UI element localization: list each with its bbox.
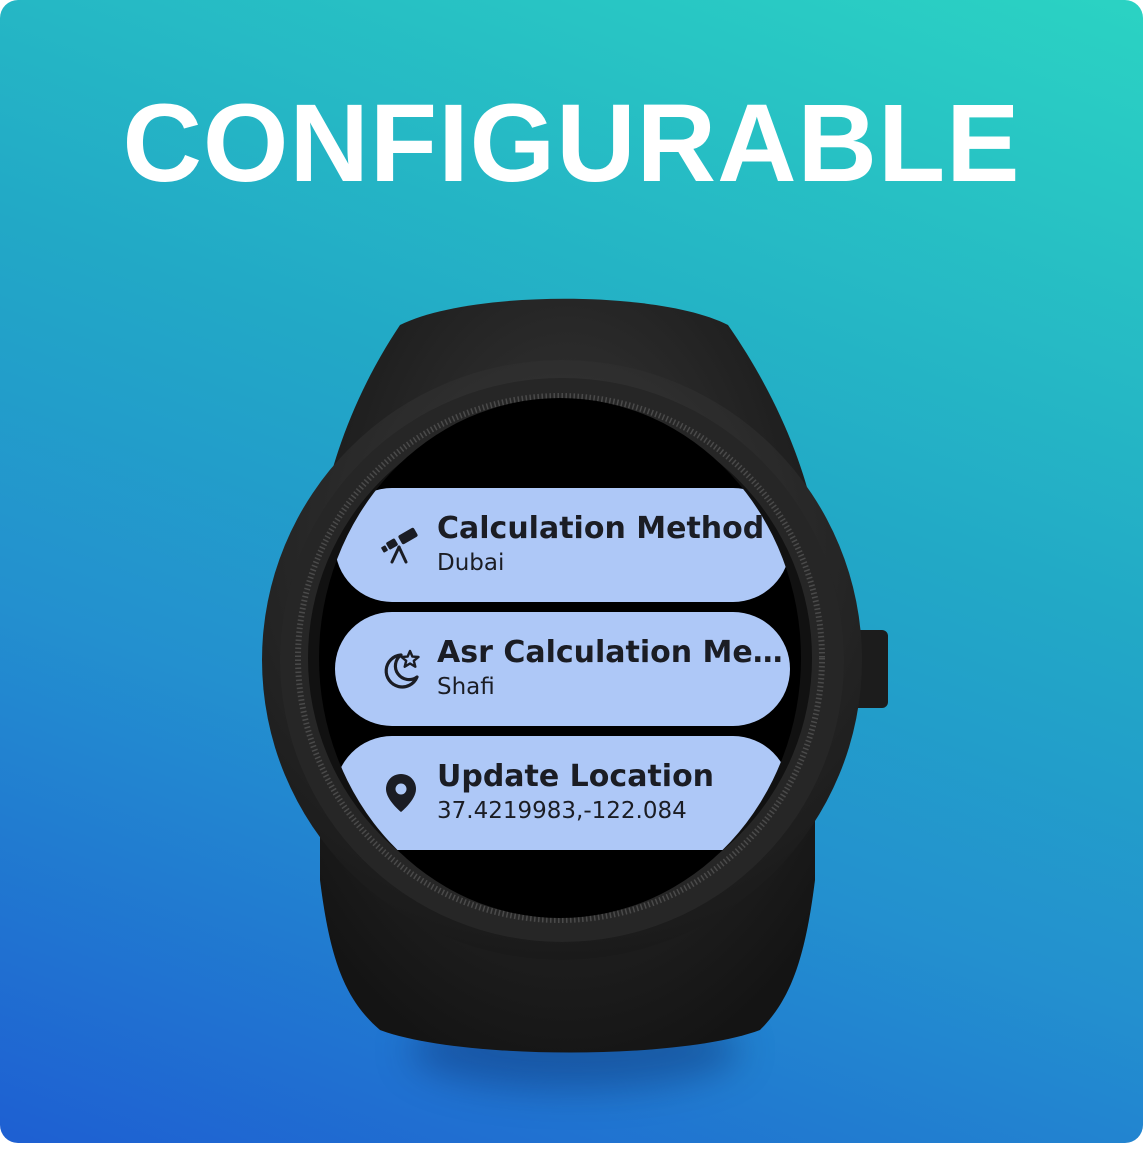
setting-title: Update Location	[437, 759, 715, 795]
setting-value: Shafi	[437, 674, 495, 701]
settings-list: Calculation Method Dubai Asr Calculation…	[319, 398, 801, 918]
watch-screen: Calculation Method Dubai Asr Calculation…	[319, 398, 801, 918]
setting-value: Dubai	[437, 550, 505, 577]
moon-star-icon	[379, 647, 423, 691]
headline: CONFIGURABLE	[122, 82, 1021, 205]
setting-title: Asr Calculation Me…	[437, 635, 783, 671]
setting-calculation-method[interactable]: Calculation Method Dubai	[335, 488, 790, 602]
setting-value: 37.4219983,-122.084	[437, 798, 687, 825]
setting-update-location[interactable]: Update Location 37.4219983,-122.084	[335, 736, 790, 850]
setting-title: Calculation Method	[437, 511, 765, 547]
telescope-icon	[379, 523, 423, 567]
location-pin-icon	[379, 771, 423, 815]
setting-asr-calculation-method[interactable]: Asr Calculation Me… Shafi	[335, 612, 790, 726]
